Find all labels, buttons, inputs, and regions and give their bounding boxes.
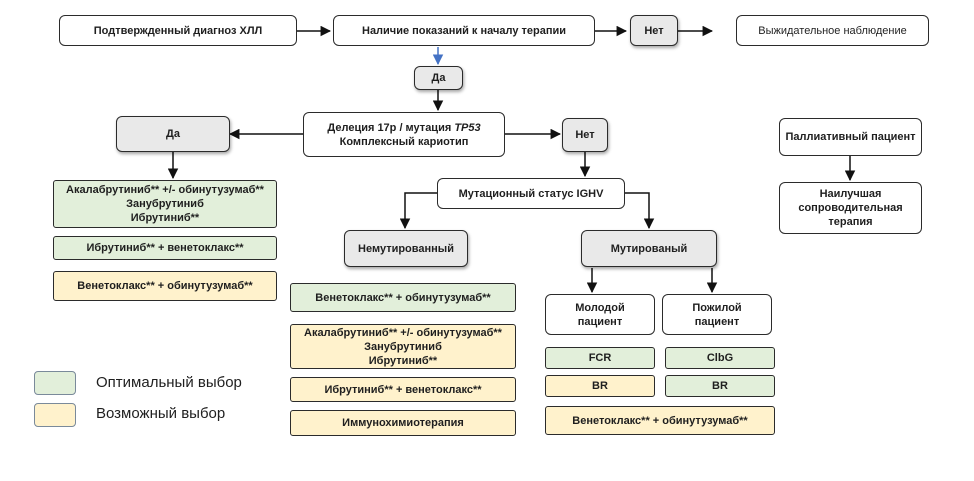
treatment-mid-2-line-1: Акалабрутиниб** +/- обинутузумаб** bbox=[304, 326, 502, 339]
treatment-elderly-1: ClbG bbox=[665, 347, 775, 369]
arrow-ighv-to-unmutated bbox=[399, 192, 437, 230]
node-yes-left-label: Да bbox=[166, 128, 180, 140]
elderly-line-2: пациент bbox=[694, 315, 740, 328]
treatment-left-1-line-1: Акалабрутиниб** +/- обинутузумаб** bbox=[66, 184, 264, 196]
legend-label-optimal: Оптимальный выбор bbox=[96, 374, 242, 391]
node-ighv-label: Мутационный статус IGHV bbox=[458, 187, 604, 200]
treatment-mutated-bottom-label: Венетоклакс** + обинутузумаб** bbox=[572, 414, 748, 427]
treatment-mutated-bottom: Венетоклакс** + обинутузумаб** bbox=[545, 406, 775, 435]
treatment-young-1-label: FCR bbox=[588, 352, 612, 364]
node-yes-top-label: Да bbox=[431, 72, 446, 84]
elderly-line-1: Пожилой bbox=[692, 301, 742, 314]
del17p-text-a: Делеция 17р / мутация bbox=[327, 121, 455, 134]
best-care-line-1: Наилучшая bbox=[819, 188, 882, 200]
node-yes-top: Да bbox=[414, 66, 463, 90]
node-elderly-patient: Пожилой пациент bbox=[662, 294, 772, 335]
arrow-ighv-to-mutated bbox=[625, 192, 655, 230]
node-no-mid-label: Нет bbox=[575, 129, 595, 141]
node-best-supportive-care: Наилучшая сопроводительная терапия bbox=[779, 182, 922, 234]
treatment-mid-4: Иммунохимиотерапия bbox=[290, 410, 516, 436]
node-unmutated: Немутированный bbox=[344, 230, 468, 267]
node-no-top: Нет bbox=[630, 15, 678, 46]
node-young-patient: Молодой пациент bbox=[545, 294, 655, 335]
node-no-top-label: Нет bbox=[644, 24, 664, 37]
young-line-2: пациент bbox=[577, 315, 623, 328]
node-del17p: Делеция 17р / мутация TP53 Комплексный к… bbox=[303, 112, 505, 157]
treatment-mid-3: Ибрутиниб** + венетоклакс** bbox=[290, 377, 516, 402]
best-care-line-3: терапия bbox=[828, 216, 873, 228]
node-indications-label: Наличие показаний к началу терапии bbox=[362, 24, 566, 37]
treatment-left-1: Акалабрутиниб** +/- обинутузумаб** Зануб… bbox=[53, 180, 277, 228]
treatment-mid-4-label: Иммунохимиотерапия bbox=[342, 417, 464, 429]
node-unmutated-label: Немутированный bbox=[358, 242, 454, 255]
treatment-left-2-label: Ибрутиниб** + венетоклакс** bbox=[86, 242, 244, 254]
treatment-young-2-label: BR bbox=[592, 380, 608, 392]
treatment-mid-2-line-3: Ибрутиниб** bbox=[368, 354, 438, 367]
treatment-young-2: BR bbox=[545, 375, 655, 397]
treatment-mid-2-line-2: Занубрутиниб bbox=[364, 340, 442, 353]
node-no-mid: Нет bbox=[562, 118, 608, 152]
node-diagnosis: Подтвержденный диагноз ХЛЛ bbox=[59, 15, 297, 46]
treatment-elderly-2-label: BR bbox=[712, 380, 728, 392]
treatment-left-1-line-3: Ибрутиниб** bbox=[130, 212, 200, 224]
node-palliative: Паллиативный пациент bbox=[779, 118, 922, 156]
treatment-mid-2: Акалабрутиниб** +/- обинутузумаб** Зануб… bbox=[290, 324, 516, 369]
best-care-line-2: сопроводительная bbox=[798, 202, 903, 214]
node-yes-left: Да bbox=[116, 116, 230, 152]
node-ighv: Мутационный статус IGHV bbox=[437, 178, 625, 209]
treatment-elderly-2: BR bbox=[665, 375, 775, 397]
treatment-left-3: Венетоклакс** + обинутузумаб** bbox=[53, 271, 277, 301]
treatment-left-2: Ибрутиниб** + венетоклакс** bbox=[53, 236, 277, 260]
node-watchful-waiting: Выжидательное наблюдение bbox=[736, 15, 929, 46]
legend-swatch-optimal bbox=[34, 371, 76, 395]
treatment-mid-1: Венетоклакс** + обинутузумаб** bbox=[290, 283, 516, 312]
node-diagnosis-label: Подтвержденный диагноз ХЛЛ bbox=[93, 24, 263, 37]
node-palliative-label: Паллиативный пациент bbox=[785, 131, 916, 143]
del17p-text-tp53: TP53 bbox=[454, 121, 481, 134]
node-watchful-label: Выжидательное наблюдение bbox=[758, 24, 907, 37]
treatment-mid-1-label: Венетоклакс** + обинутузумаб** bbox=[315, 291, 491, 304]
node-indications: Наличие показаний к началу терапии bbox=[333, 15, 595, 46]
treatment-mid-3-label: Ибрутиниб** + венетоклакс** bbox=[324, 383, 482, 396]
node-del17p-line1: Делеция 17р / мутация TP53 bbox=[327, 121, 480, 135]
treatment-young-1: FCR bbox=[545, 347, 655, 369]
treatment-left-3-label: Венетоклакс** + обинутузумаб** bbox=[77, 280, 253, 292]
treatment-left-1-line-2: Занубрутиниб bbox=[126, 198, 204, 210]
legend-swatch-possible bbox=[34, 403, 76, 427]
young-line-1: Молодой bbox=[575, 301, 625, 314]
node-mutated: Мутированый bbox=[581, 230, 717, 267]
treatment-elderly-1-label: ClbG bbox=[706, 352, 734, 364]
node-mutated-label: Мутированый bbox=[610, 242, 688, 255]
legend-label-possible: Возможный выбор bbox=[96, 405, 226, 422]
node-del17p-line2: Комплексный кариотип bbox=[339, 135, 469, 148]
